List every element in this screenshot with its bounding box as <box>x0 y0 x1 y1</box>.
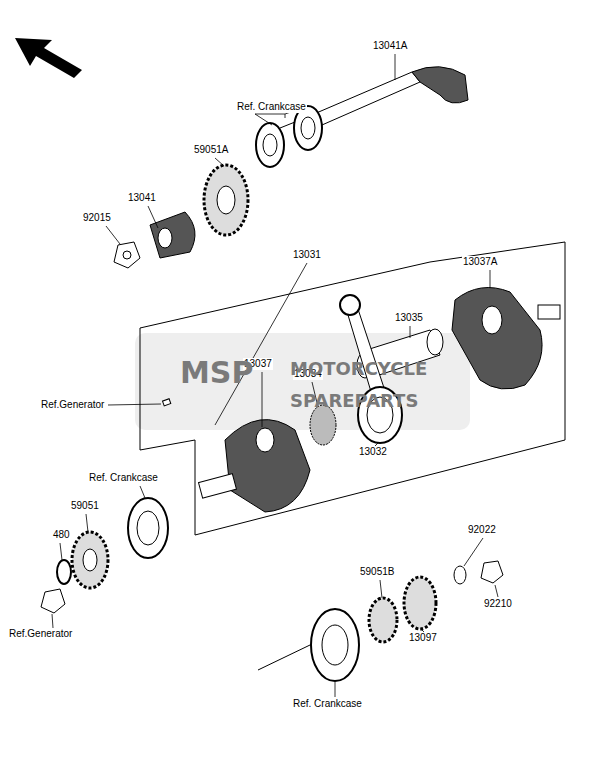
reference-label: Ref.Generator <box>40 399 105 411</box>
callout-number: 13097 <box>408 632 438 644</box>
callout-number: 13041A <box>372 40 408 52</box>
watermark: MSP <box>180 358 253 388</box>
callout-number: 480 <box>52 529 71 541</box>
callout-number: 13035 <box>394 312 424 324</box>
reference-label: Ref.Generator <box>8 628 73 640</box>
callout-number: 92022 <box>467 524 497 536</box>
reference-label: Ref. Crankcase <box>236 101 307 113</box>
callout-number: 13032 <box>358 446 388 458</box>
callout-number: 92015 <box>82 212 112 224</box>
callout-number: 13031 <box>292 249 322 261</box>
callout-number: 13037A <box>462 256 498 268</box>
callout-number: 59051B <box>359 566 395 578</box>
callout-number: 92210 <box>483 598 513 610</box>
watermark: MOTORCYCLE <box>290 360 427 378</box>
callout-number: 13041 <box>127 192 157 204</box>
callout-number: 59051 <box>70 500 100 512</box>
reference-label: Ref. Crankcase <box>88 472 159 484</box>
reference-label: Ref. Crankcase <box>292 698 363 710</box>
callout-number: 59051A <box>193 144 229 156</box>
watermark: SPAREPARTS <box>290 392 418 410</box>
